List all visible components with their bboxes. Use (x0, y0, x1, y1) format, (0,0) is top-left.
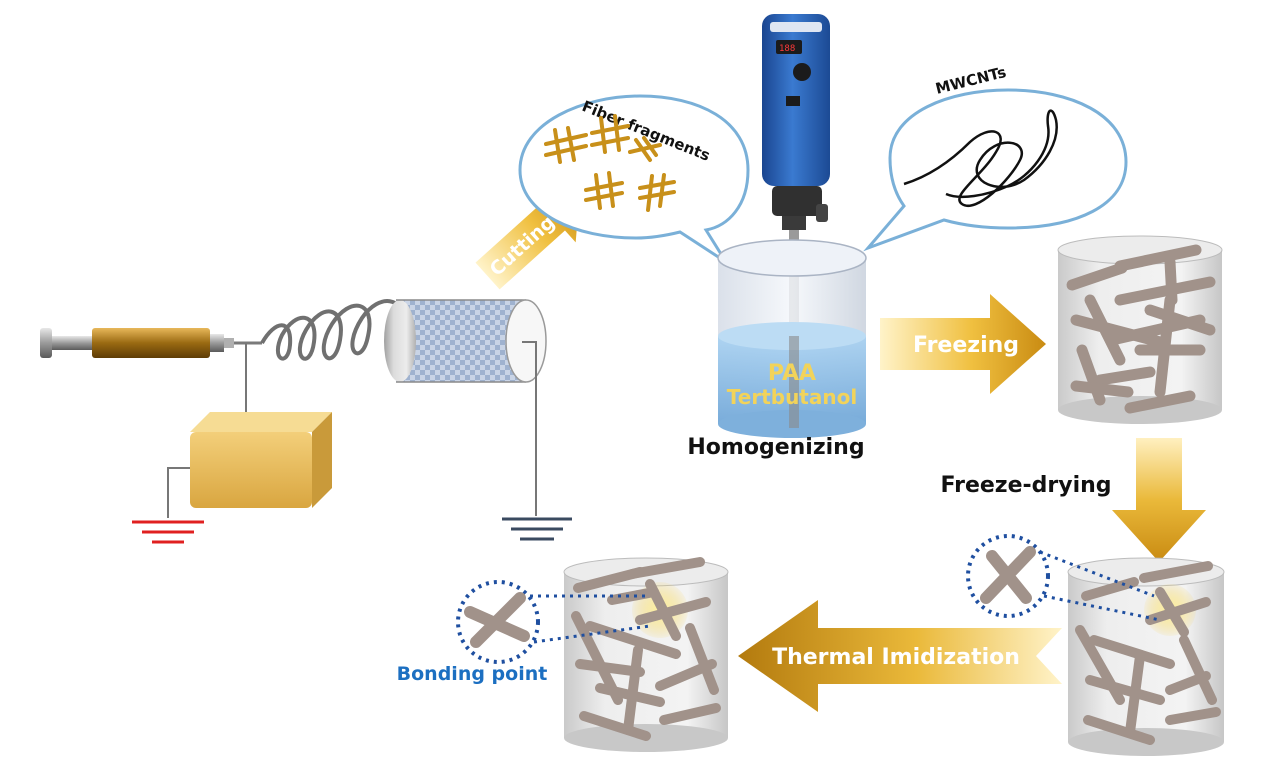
freeze-drying-label: Freeze-drying (940, 473, 1111, 498)
freezing-arrow: Freezing (880, 294, 1046, 394)
thermal-imidization-label: Thermal Imidization (772, 645, 1020, 670)
svg-text:188: 188 (779, 44, 795, 54)
syringe (40, 328, 262, 358)
fiber-fragments-bubble: Fiber fragments (518, 94, 750, 264)
thermal-imidization-arrow: Thermal Imidization (738, 600, 1062, 712)
homogenizing-label: Homogenizing (687, 435, 864, 460)
dried-cylinder (1067, 557, 1225, 756)
fragment-4 (584, 171, 624, 210)
beaker: PAA Tertbutanol (717, 239, 867, 438)
fiber-jet-spiral (260, 299, 406, 361)
fragment-2 (590, 114, 630, 154)
ground-symbol-red (132, 520, 204, 544)
paa-label: PAA (768, 361, 816, 386)
electrospinning-setup (40, 299, 572, 544)
tertbutanol-label: Tertbutanol (727, 385, 857, 409)
rods-2 (1075, 561, 1221, 745)
bonding-point-label: Bonding point (397, 663, 548, 685)
bonding-inset-left (456, 580, 651, 664)
homogenizer: 188 PAA Tertbutanol Homogenizing (687, 14, 867, 460)
final-cylinder (563, 557, 729, 752)
rods-1 (1066, 244, 1216, 414)
mwcnt-tangle (903, 109, 1058, 207)
freezing-label: Freezing (913, 333, 1019, 358)
frozen-cylinder (1057, 235, 1223, 424)
fragment-5 (638, 173, 676, 212)
fiber-fragment-icons (544, 114, 676, 212)
mwcnts-bubble: MWCNTs (863, 63, 1128, 252)
rods-3 (571, 557, 721, 741)
drum-collector (384, 299, 547, 383)
high-voltage-power-supply (190, 412, 332, 508)
freeze-drying-arrow (1112, 438, 1206, 562)
ground-symbol-dark (502, 517, 572, 541)
speed-knob-icon (793, 63, 811, 81)
fragment-3 (628, 136, 662, 162)
fragment-1 (544, 126, 588, 164)
bonding-inset-right (966, 534, 1161, 622)
